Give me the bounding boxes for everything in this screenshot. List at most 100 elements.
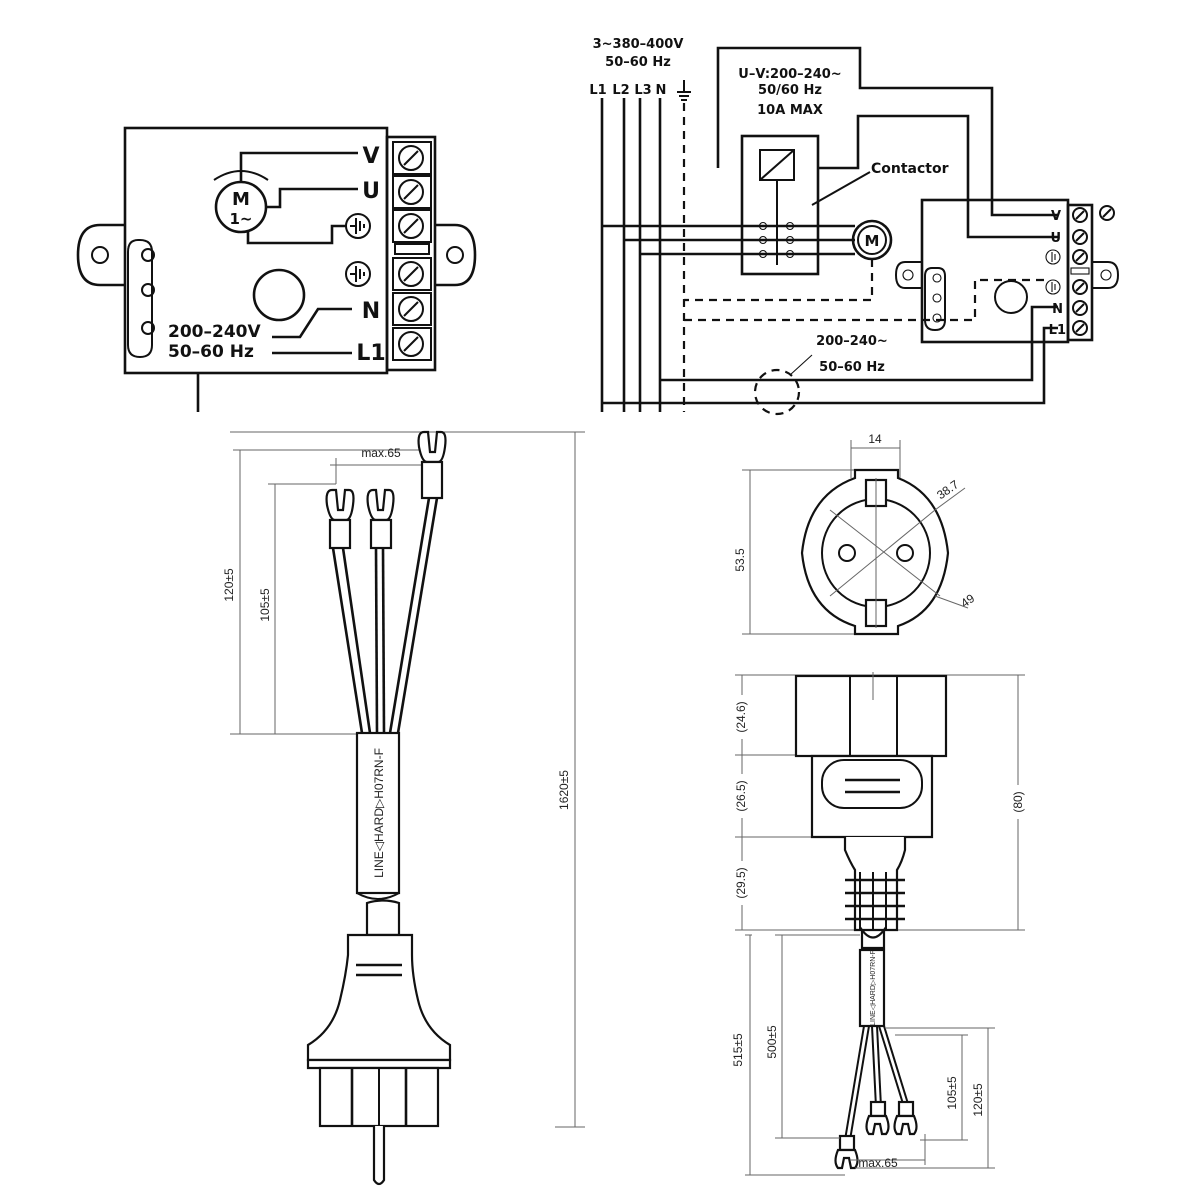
wire-n <box>272 307 352 339</box>
wire-earth <box>246 224 346 245</box>
face-height-label: 53.5 <box>733 548 747 572</box>
earth-icon <box>345 261 371 287</box>
plug-seg2-label: (26.5) <box>734 780 748 811</box>
max-spread-label: max.65 <box>361 446 401 460</box>
terminal-screw-icon <box>1099 205 1115 221</box>
wire-v <box>239 151 358 182</box>
motor-label: M <box>232 189 250 210</box>
plug-cap <box>794 674 948 758</box>
spade-terminal-icon <box>865 1100 890 1136</box>
socket-hole-right <box>896 544 914 562</box>
terminal-screw-earth-1 <box>392 209 432 243</box>
contactor <box>740 134 820 276</box>
spade-terminal-icon <box>325 488 355 550</box>
side-cable-marking: LINE◁HARD▷H07RN-F <box>870 950 877 1026</box>
clamp-hole-bottom <box>141 321 155 335</box>
terminal-screw-v <box>392 141 432 175</box>
earth-icon <box>345 213 371 239</box>
fan-terminal-label-l1: L1 <box>1049 323 1066 338</box>
contactor-label: Contactor <box>871 161 949 177</box>
face-diameter-label: 38.7 <box>934 477 961 502</box>
terminal-screw-n <box>392 292 432 326</box>
face-width-label: 14 <box>868 432 882 446</box>
motor-phase-label: 1~ <box>229 210 252 228</box>
spade-terminal-icon <box>834 1134 859 1170</box>
cable-clamp-strip <box>127 239 153 359</box>
plug-total-label: (80) <box>1011 791 1025 812</box>
fan-supply-frequency: 50–60 Hz <box>819 360 885 375</box>
clamp-hole-mid <box>141 283 155 297</box>
fan-box-earth-wire <box>684 278 1045 322</box>
line-label-l2: L2 <box>612 83 629 98</box>
plug-side-view: (24.6) (26.5) (29.5) (80) LINE◁HARD▷H07R… <box>731 672 1026 1176</box>
fan-box-clamp <box>924 267 946 332</box>
motor-earth-wire <box>684 259 874 302</box>
outer-wire-length-label: 120±5 <box>222 568 236 602</box>
plug-strain-relief <box>843 837 907 932</box>
line-label-l3: L3 <box>634 83 651 98</box>
line-label-l1: L1 <box>589 83 606 98</box>
side-inner-wire-label: 105±5 <box>945 1076 959 1110</box>
supply-cable-leader <box>789 354 813 376</box>
three-phase-wiring: 3~380–400V 50–60 Hz L1 L2 L3 N U–V:200–2… <box>589 37 1120 416</box>
fan-terminal-label-u: U <box>1050 231 1061 246</box>
spade-terminal-icon <box>417 430 447 500</box>
schuko-plug <box>306 933 452 1186</box>
earth-icon <box>1045 279 1061 295</box>
fan-terminal-block <box>1066 203 1094 342</box>
terminal-label-u: U <box>362 179 380 204</box>
supply-cable-marker <box>753 368 801 416</box>
face-outer-label: 49 <box>958 591 977 610</box>
plug-seg3-label: (29.5) <box>734 867 748 898</box>
terminal-label-l1: L1 <box>356 341 385 366</box>
cable-sheath-label: 500±5 <box>765 1025 779 1059</box>
earth-icon <box>677 80 691 101</box>
side-max-spread-label: max.65 <box>858 1156 898 1170</box>
spade-terminal-icon <box>893 1100 918 1136</box>
earth-icon <box>1045 249 1061 265</box>
supply-wire-l1 <box>602 326 1058 405</box>
terminal-screw-u <box>392 175 432 209</box>
plug-face-view: 14 53.5 38.7 49 <box>733 432 977 636</box>
coil-supply-frequency: 50/60 Hz <box>758 83 822 98</box>
right-mounting-ear <box>435 223 477 287</box>
plug-grip <box>810 754 934 839</box>
strain-relief-ribs <box>845 872 905 930</box>
left-mounting-ear <box>76 223 125 287</box>
fan-box-entry-hole <box>994 280 1028 314</box>
fan-terminal-label-n: N <box>1052 302 1063 317</box>
supply-voltage-label: 200–240V <box>168 322 261 342</box>
wire-u <box>266 187 358 209</box>
terminal-screw-l1 <box>392 327 432 361</box>
terminal-block <box>385 135 437 372</box>
network-frequency-label: 50–60 Hz <box>605 55 671 70</box>
cable-sheath <box>355 731 401 895</box>
coil-supply-voltage: U–V:200–240~ <box>738 67 841 82</box>
fan-terminal-label-v: V <box>1051 209 1061 224</box>
terminal-separator <box>394 243 430 255</box>
terminal-screw-earth-2 <box>392 257 432 291</box>
spade-terminal-icon <box>366 488 395 550</box>
coil-supply-current: 10A MAX <box>757 103 823 118</box>
fan-supply-voltage: 200–240~ <box>816 334 888 349</box>
socket-hole-left <box>838 544 856 562</box>
right-mounting-hole <box>446 246 464 264</box>
plug-seg1-label: (24.6) <box>734 701 748 732</box>
supply-label-bg <box>166 321 272 359</box>
left-mounting-hole <box>91 246 109 264</box>
plug-pin <box>372 1126 386 1186</box>
cable-total-label: 515±5 <box>731 1033 745 1067</box>
fan-terminal-screws <box>1070 207 1090 336</box>
inner-wire-length-label: 105±5 <box>258 588 272 622</box>
side-outer-wire-label: 120±5 <box>971 1083 985 1117</box>
network-voltage-label: 3~380–400V <box>593 37 684 52</box>
clamp-hole-top <box>141 248 155 262</box>
supply-wire-n <box>660 305 1058 382</box>
terminal-label-v: V <box>362 144 379 169</box>
supply-frequency-label: 50–60 Hz <box>168 342 254 362</box>
contactor-leader <box>811 171 871 206</box>
cable-entry-hole <box>252 268 306 322</box>
terminal-screws <box>392 141 432 361</box>
total-length-label: 1620±5 <box>557 770 571 810</box>
mains-cable-drawing: 1620±5 120±5 105±5 max.65 LINE◁ <box>222 430 585 1186</box>
